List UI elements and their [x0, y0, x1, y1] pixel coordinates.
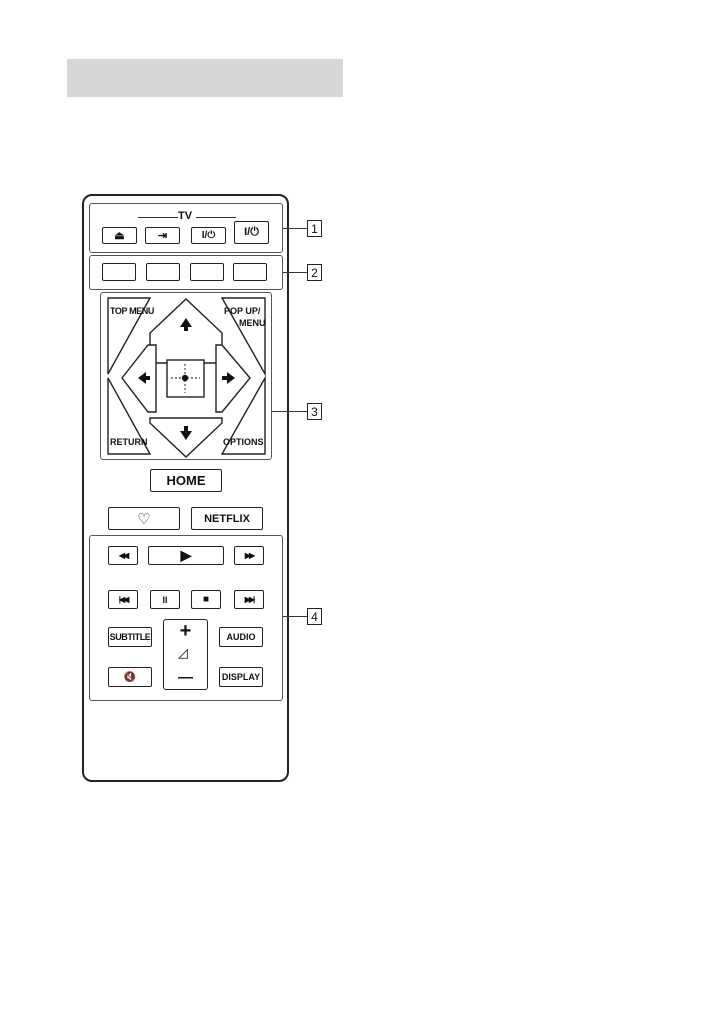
- callout-line-3: [272, 411, 307, 412]
- audio-button[interactable]: AUDIO: [219, 627, 263, 647]
- netflix-button[interactable]: NETFLIX: [191, 507, 263, 530]
- favorite-button[interactable]: ♡: [108, 507, 180, 530]
- display-button[interactable]: DISPLAY: [219, 667, 263, 687]
- pause-button[interactable]: II: [150, 590, 180, 609]
- volume-down-button[interactable]: —: [164, 666, 207, 688]
- fast-forward-button[interactable]: ▶▶: [234, 546, 264, 565]
- popup-menu-label-2[interactable]: MENU: [239, 318, 266, 328]
- callout-line-2: [283, 272, 307, 273]
- popup-menu-label-1[interactable]: POP UP/: [224, 306, 260, 316]
- callout-4: 4: [307, 608, 322, 625]
- stop-button[interactable]: ■: [191, 590, 221, 609]
- subtitle-button[interactable]: SUBTITLE: [108, 627, 152, 647]
- callout-line-1: [283, 228, 307, 229]
- options-label[interactable]: OPTIONS: [223, 437, 264, 447]
- mute-button[interactable]: 🔇: [108, 667, 152, 687]
- callout-2: 2: [307, 264, 322, 281]
- volume-up-button[interactable]: +: [164, 620, 207, 642]
- previous-button[interactable]: |◀◀: [108, 590, 138, 609]
- top-menu-label[interactable]: TOP MENU: [110, 306, 154, 316]
- rewind-button[interactable]: ◀◀: [108, 546, 138, 565]
- callout-line-4: [283, 616, 307, 617]
- next-button[interactable]: ▶▶|: [234, 590, 264, 609]
- callout-1: 1: [307, 220, 322, 237]
- home-button[interactable]: HOME: [150, 469, 222, 492]
- callout-3: 3: [307, 403, 322, 420]
- volume-icon: ◿: [178, 645, 188, 661]
- play-button[interactable]: ▶: [148, 546, 224, 565]
- return-label[interactable]: RETURN: [110, 437, 148, 447]
